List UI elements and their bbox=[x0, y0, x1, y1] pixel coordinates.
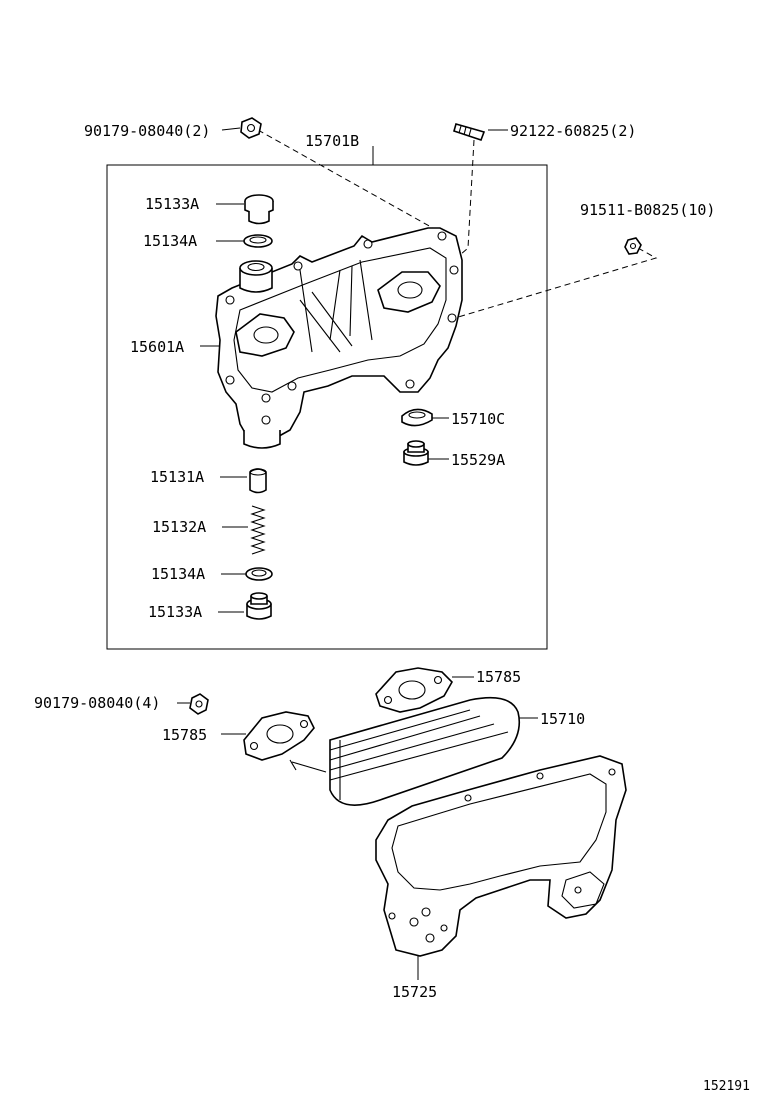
label-gasket-flange-top: 15785 bbox=[476, 668, 521, 686]
label-gasket-lower: 15134A bbox=[151, 565, 205, 583]
gasket-cover-icon bbox=[375, 755, 627, 957]
label-nut-right: 91511-B0825(10) bbox=[580, 201, 715, 219]
nut-right-icon bbox=[624, 237, 642, 255]
bolt-lower-left-icon bbox=[189, 693, 209, 715]
plug-lower-icon bbox=[246, 592, 272, 620]
bolt-top-left-icon bbox=[240, 117, 262, 139]
gasket-right-icon bbox=[401, 408, 433, 427]
gasket-flange-left-icon bbox=[243, 711, 315, 761]
label-valve: 15131A bbox=[150, 468, 204, 486]
label-gasket-right: 15710C bbox=[451, 410, 505, 428]
label-spring: 15132A bbox=[152, 518, 206, 536]
gasket-upper-icon bbox=[243, 234, 273, 248]
label-plug-lower: 15133A bbox=[148, 603, 202, 621]
label-cover: 15601A bbox=[130, 338, 184, 356]
label-gasket-flange-left: 15785 bbox=[162, 726, 207, 744]
relief-valve-icon bbox=[249, 468, 267, 494]
label-bolt-lower-left: 90179-08040(4) bbox=[34, 694, 160, 712]
figure-number: 152191 bbox=[703, 1079, 750, 1094]
label-gasket-cover: 15725 bbox=[392, 983, 437, 1001]
gasket-flange-top-icon bbox=[375, 667, 453, 713]
plug-upper-icon bbox=[244, 194, 274, 225]
label-stud-top: 92122-60825(2) bbox=[510, 122, 636, 140]
label-plug-upper: 15133A bbox=[145, 195, 199, 213]
dashed-relation-lines bbox=[257, 129, 658, 319]
label-cooler-element: 15710 bbox=[540, 710, 585, 728]
label-cover-assy: 15701B bbox=[305, 132, 359, 150]
oil-cooler-cover-icon bbox=[215, 227, 463, 449]
gasket-lower-icon bbox=[245, 567, 273, 581]
label-gasket-upper: 15134A bbox=[143, 232, 197, 250]
label-plug-right: 15529A bbox=[451, 451, 505, 469]
plug-right-icon bbox=[403, 440, 429, 466]
spring-icon bbox=[250, 505, 266, 555]
label-bolt-top-left: 90179-08040(2) bbox=[84, 122, 210, 140]
stud-top-icon bbox=[453, 123, 486, 142]
cooler-element-icon bbox=[289, 696, 521, 806]
group-box bbox=[106, 164, 548, 650]
